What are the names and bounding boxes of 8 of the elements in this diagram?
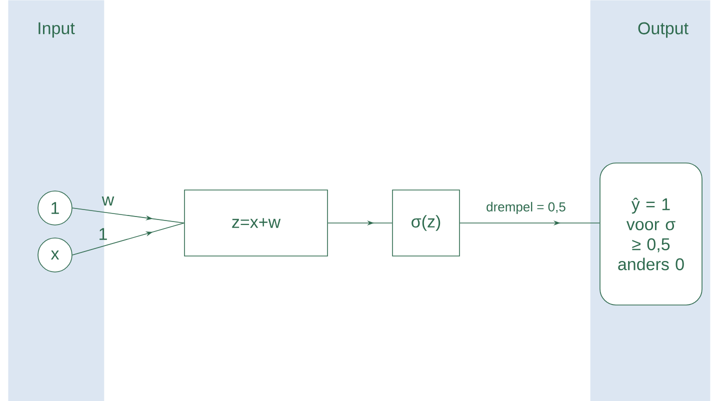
output-box: ŷ = 1 voor σ ≥ 0,5 anders 0 (600, 162, 702, 306)
process-box: z=x+w (184, 190, 328, 256)
process-box: σ(z) (392, 190, 460, 256)
arrow (72, 208, 184, 224)
edge-label: 1 (100, 228, 107, 240)
arrow (72, 222, 184, 256)
edge-label: drempel = 0,5 (486, 202, 566, 214)
edge-label: w (102, 196, 114, 206)
